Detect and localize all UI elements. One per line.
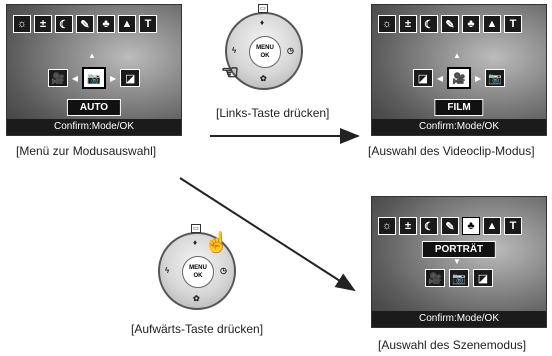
ooo-icon: ▭	[258, 4, 268, 13]
hand-pointer-icon: ☜	[221, 62, 240, 85]
scene-mode-icon: ◪	[120, 69, 141, 87]
ok-label: OK	[193, 273, 203, 279]
macro-icon: ✿	[260, 74, 267, 83]
menu-label: MENU	[189, 265, 207, 271]
screen-scene-mode: ☼ ± ☾ ✎ ♣ ▲ T PORTRÄT ▼ 🎥 📷 ◪ Confirm:Mo…	[371, 196, 547, 328]
moon-icon: ☾	[420, 15, 438, 33]
pen-icon: ✎	[441, 217, 459, 235]
screen-mode-menu: ☼ ± ☾ ✎ ♣ ▲ T ▲ 🎥 ◀ 📷 ▶ ◪ AUTO Confirm:M…	[6, 4, 182, 136]
caption-left-press: [Links-Taste drücken]	[216, 106, 330, 120]
pen-icon: ✎	[441, 15, 459, 33]
text-icon: T	[504, 15, 522, 33]
up-arrow-icon: ▲	[88, 51, 96, 60]
moon-icon: ☾	[420, 217, 438, 235]
menu-label: MENU	[256, 45, 274, 51]
screen-movie-mode: ☼ ± ☾ ✎ ♣ ▲ T ▲ ◪ ◀ 🎥 ▶ 📷 FILM Confirm:M…	[371, 4, 547, 136]
text-icon: T	[504, 217, 522, 235]
left-arrow-icon: ◀	[71, 73, 78, 83]
scene-mode-icon: ◪	[412, 69, 433, 87]
mode-row: 🎥 📷 ◪	[372, 269, 546, 287]
caption-up-press: [Aufwärts-Taste drücken]	[131, 322, 264, 336]
menu-ok-button: MENU OK	[182, 256, 214, 288]
caption-mode-menu: [Menü zur Modusauswahl]	[16, 144, 157, 158]
hand-pointer-icon: ☝	[204, 232, 230, 255]
portrait-icon: ♣	[97, 15, 115, 33]
right-arrow-icon: ▶	[110, 73, 117, 83]
confirm-bar: Confirm:Mode/OK	[7, 119, 181, 135]
moon-icon: ☾	[55, 15, 73, 33]
camera-mode-icon: 📷	[82, 67, 106, 89]
mode-label: PORTRÄT	[421, 241, 497, 258]
mode-label: AUTO	[66, 99, 122, 116]
confirm-bar: Confirm:Mode/OK	[372, 311, 546, 327]
ooo-icon: ▭	[191, 224, 201, 233]
caption-scene-mode: [Auswahl des Szenemodus]	[378, 338, 527, 352]
exposure-icon: ±	[399, 217, 417, 235]
exposure-icon: ±	[34, 15, 52, 33]
mic-icon: ♦	[260, 18, 265, 27]
macro-icon: ✿	[193, 294, 200, 303]
movie-mode-icon: 🎥	[425, 269, 445, 287]
right-arrow-icon: ▶	[475, 73, 482, 83]
scene-icon-row: ☼ ± ☾ ✎ ♣ ▲ T	[13, 15, 175, 33]
timer-icon: ◷	[287, 46, 294, 55]
landscape-icon: ▲	[483, 217, 501, 235]
control-dial-left: ▭ ♦ ϟ ◷ ✿ MENU OK ☜	[221, 4, 303, 90]
pen-icon: ✎	[76, 15, 94, 33]
control-dial-up: ▭ ♦ ϟ ◷ ✿ MENU OK ☝	[158, 224, 236, 310]
mode-row: ◪ ◀ 🎥 ▶ 📷	[372, 67, 546, 89]
movie-mode-icon: 🎥	[47, 69, 68, 87]
landscape-icon: ▲	[483, 15, 501, 33]
flash-icon: ϟ	[232, 46, 237, 55]
confirm-bar: Confirm:Mode/OK	[372, 119, 546, 135]
scene-icon-row: ☼ ± ☾ ✎ ♣ ▲ T	[378, 15, 540, 33]
night-icon: ☼	[13, 15, 31, 33]
mode-row: 🎥 ◀ 📷 ▶ ◪	[7, 67, 181, 89]
scene-icon-row: ☼ ± ☾ ✎ ♣ ▲ T	[378, 217, 540, 235]
landscape-icon: ▲	[118, 15, 136, 33]
up-arrow-icon: ▲	[453, 51, 461, 60]
left-arrow-icon: ◀	[436, 73, 443, 83]
flash-icon: ϟ	[165, 266, 170, 275]
menu-ok-button: MENU OK	[249, 36, 281, 68]
movie-mode-icon: 🎥	[447, 67, 471, 89]
night-icon: ☼	[378, 217, 396, 235]
arrow-to-scene-mode	[179, 177, 356, 292]
exposure-icon: ±	[399, 15, 417, 33]
down-arrow-icon: ▼	[453, 257, 461, 266]
mic-icon: ♦	[193, 238, 198, 247]
timer-icon: ◷	[220, 266, 227, 275]
camera-mode-icon: 📷	[485, 69, 506, 87]
caption-movie-mode: [Auswahl des Videoclip-Modus]	[368, 144, 535, 158]
portrait-icon: ♣	[462, 15, 480, 33]
text-icon: T	[139, 15, 157, 33]
portrait-icon: ♣	[462, 217, 480, 235]
mode-label: FILM	[434, 99, 484, 116]
scene-mode-icon: ◪	[473, 269, 493, 287]
ok-label: OK	[260, 53, 270, 59]
night-icon: ☼	[378, 15, 396, 33]
camera-mode-icon: 📷	[449, 269, 469, 287]
